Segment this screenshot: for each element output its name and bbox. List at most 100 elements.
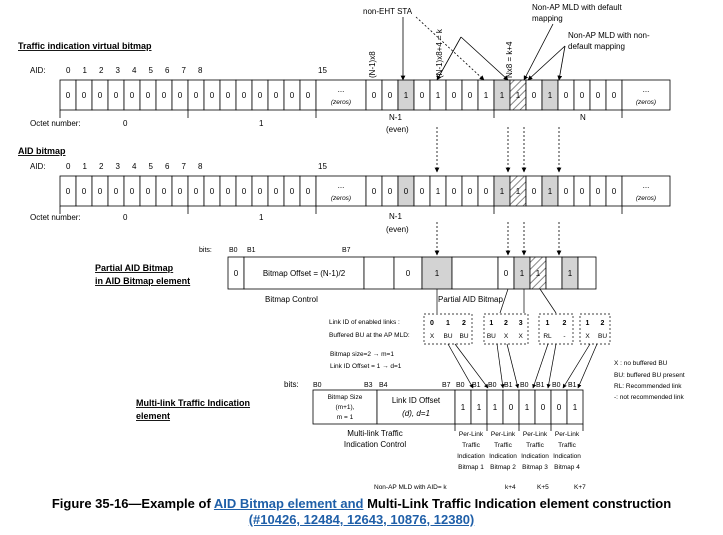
bit-value: 0	[194, 91, 199, 100]
partial-aid-title-2: in AID Bitmap element	[95, 276, 190, 286]
aid-tick: 8	[198, 162, 203, 171]
bit-value: 0	[242, 91, 247, 100]
partial-bit-cell	[393, 256, 423, 290]
non-ap-default-label-1: Non-AP MLD with default	[532, 3, 622, 12]
buffered-bu-value: BU	[459, 333, 468, 340]
per-link-label: Bitmap 3	[522, 464, 548, 471]
bit-value: 0	[612, 91, 617, 100]
zeros-cell	[621, 79, 671, 111]
zeros-cell	[315, 79, 367, 111]
mlti-bit-value: 1	[573, 403, 578, 412]
aid-15-label-2: 15	[318, 162, 327, 171]
link-id: 2	[563, 320, 567, 327]
zeros-label: (zeros)	[331, 195, 351, 202]
link-id: 1	[489, 320, 493, 327]
aid-tick: 2	[99, 162, 104, 171]
bit-value: 1	[516, 187, 521, 196]
bit-value: 0	[258, 187, 263, 196]
aid-tick: 4	[132, 66, 137, 75]
bit-value: 1	[500, 187, 505, 196]
bit-value: 0	[194, 187, 199, 196]
mlti-bit-value: 1	[477, 403, 482, 412]
bit-value: 0	[82, 91, 87, 100]
per-link-label: Per-Link	[555, 431, 580, 438]
bit-value: 1	[404, 91, 409, 100]
bit-value: 0	[388, 187, 393, 196]
aid-k7-label: K+7	[574, 484, 586, 491]
legend-x: X : no buffered BU	[614, 360, 668, 367]
bit-value: 0	[98, 187, 103, 196]
bit-value: 0	[580, 187, 585, 196]
mlti-b0-label: B0	[313, 382, 322, 389]
bit-value: 0	[372, 91, 377, 100]
partial-bit-value: 1	[568, 269, 573, 278]
caption-middle: Multi-Link Traffic Indication element co…	[363, 496, 672, 511]
partial-bit-cell	[545, 256, 563, 290]
buffered-bu-value: X	[585, 333, 590, 340]
aid-tick: 5	[149, 66, 154, 75]
mlti-bit-value: 1	[525, 403, 530, 412]
caption-link-aid-bitmap[interactable]: AID Bitmap element and	[213, 496, 364, 511]
bit-value: 0	[420, 187, 425, 196]
mlti-bit-label: B1	[536, 382, 545, 389]
mlti-bit-label: B0	[552, 382, 561, 389]
mlti-bit-value: 0	[557, 403, 562, 412]
bit-b1-label: B1	[247, 247, 256, 254]
octet-n1-label: N-1	[389, 113, 402, 122]
bit-value: 1	[484, 91, 489, 100]
buffered-bu-value: -	[563, 333, 565, 340]
buffered-bu-value: BU	[487, 333, 496, 340]
bit-value: 1	[516, 91, 521, 100]
zeros-label: (zeros)	[636, 99, 656, 106]
per-link-label: Traffic	[526, 442, 544, 449]
aid-tick: 8	[198, 66, 203, 75]
annotation-arrows	[400, 16, 566, 81]
aid-tick: 3	[116, 162, 121, 171]
bit-value: 0	[226, 91, 231, 100]
per-link-label: Indication	[521, 453, 549, 460]
mlti-control-label-2: Indication Control	[344, 440, 406, 449]
mlti-bit-label: B1	[472, 382, 481, 389]
bitmap-size-note: Bitmap size=2 → m=1	[330, 351, 394, 358]
zeros-dots: ...	[338, 181, 345, 190]
per-link-label: Traffic	[462, 442, 480, 449]
bit-value: 0	[82, 187, 87, 196]
mlti-b7-label: B7	[442, 382, 451, 389]
partial-bit-value: 1	[520, 269, 525, 278]
partial-bit-cell	[577, 256, 597, 290]
bitmap-size-text-1: Bitmap Size	[328, 394, 363, 401]
buffered-bu-value: X	[518, 333, 523, 340]
link-group-box	[483, 313, 529, 345]
non-eht-sta-label: non-EHT STA	[363, 7, 413, 16]
bit-value: 0	[114, 187, 119, 196]
per-link-label: Traffic	[558, 442, 576, 449]
bit-value: 0	[612, 187, 617, 196]
aid-tick: 3	[116, 66, 121, 75]
link-id-offset-note: Link ID Offset = 1 → d=1	[330, 363, 402, 370]
tivb-title: Traffic indication virtual bitmap	[18, 41, 152, 51]
bit-value: 0	[130, 91, 135, 100]
per-link-label: Bitmap 1	[458, 464, 484, 471]
bit-value: 1	[500, 91, 505, 100]
bitmap-offset-text: Bitmap Offset = (N-1)/2	[263, 269, 346, 278]
per-link-label: Per-Link	[459, 431, 484, 438]
partial-bit-value: 1	[435, 269, 440, 278]
row1-to-row2-arrows	[434, 127, 562, 173]
caption-link-refs[interactable]: (#10426, 12484, 12643, 10876, 12380)	[248, 512, 475, 527]
mlti-bit-value: 0	[509, 403, 514, 412]
buffered-bu-value: RL	[543, 333, 552, 340]
bit-value: 0	[372, 187, 377, 196]
bit-value: 0	[178, 91, 183, 100]
bitmap-size-text-2: (m+1),	[336, 404, 355, 411]
mlti-bit-label: B1	[568, 382, 577, 389]
link-id: 3	[519, 320, 523, 327]
mlti-title-2: element	[136, 411, 170, 421]
bit-value: 0	[66, 91, 71, 100]
bitmap-control-b0-value: 0	[234, 269, 239, 278]
aid-tick: 0	[66, 66, 71, 75]
